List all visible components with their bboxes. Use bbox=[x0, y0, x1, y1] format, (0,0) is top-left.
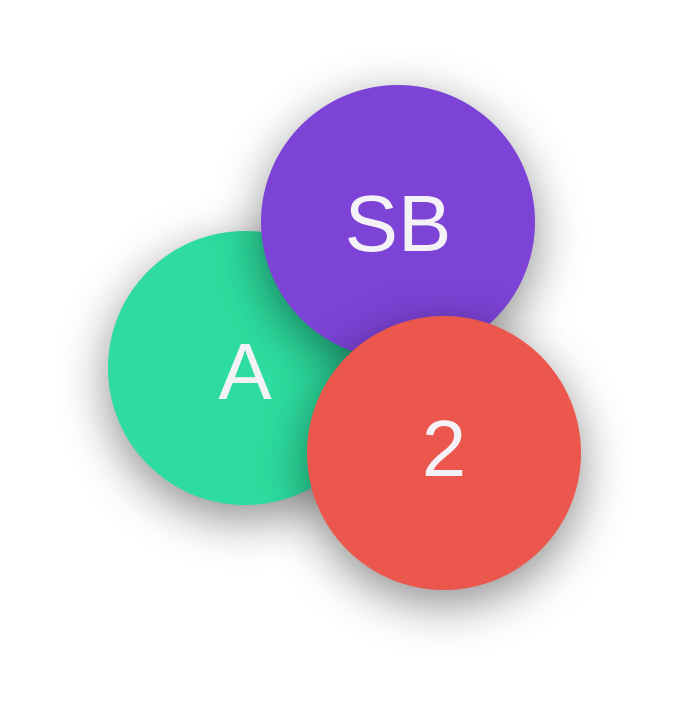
avatar-sb[interactable]: SB bbox=[261, 85, 535, 359]
avatar-a-label: A bbox=[218, 327, 272, 416]
avatar-overflow-count[interactable]: 2 bbox=[307, 316, 581, 590]
avatar-overflow-count-label: 2 bbox=[421, 404, 467, 493]
avatar-sb-label: SB bbox=[344, 179, 452, 268]
